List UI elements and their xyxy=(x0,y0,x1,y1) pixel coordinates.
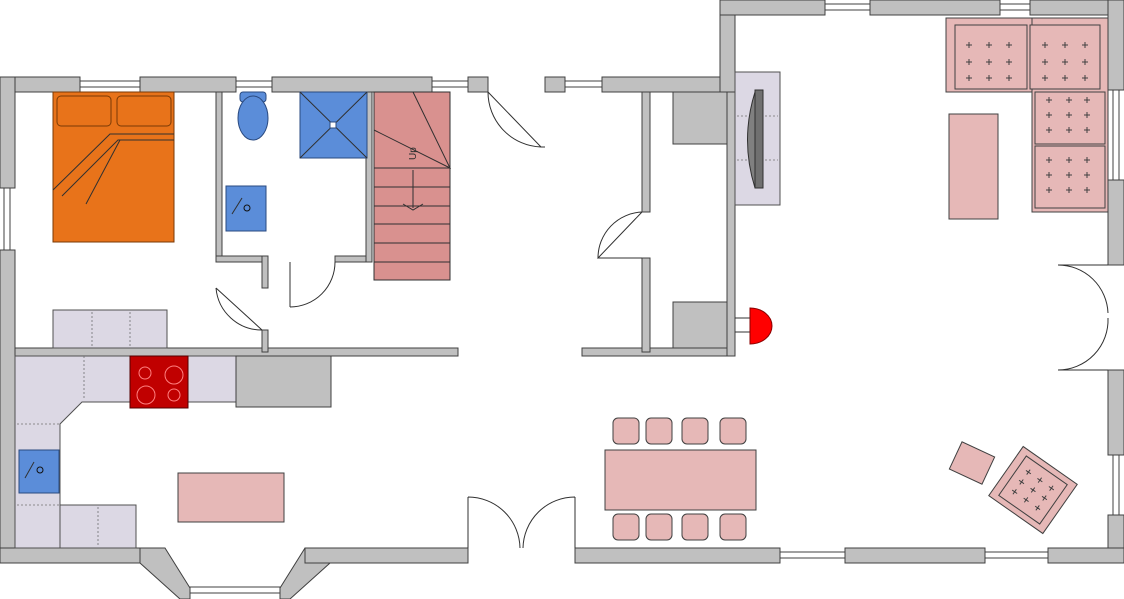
bed xyxy=(52,91,175,243)
sectional-sofa xyxy=(945,17,1109,213)
tv-unit xyxy=(734,71,781,206)
bathroom-sink xyxy=(225,185,267,232)
refrigerator xyxy=(235,355,332,408)
dining-set xyxy=(604,417,757,541)
coffee-table xyxy=(948,113,999,220)
toilet xyxy=(237,91,269,141)
stairs-up-label: Up xyxy=(408,147,419,160)
doors xyxy=(215,91,1109,549)
dryer xyxy=(672,301,728,349)
shower xyxy=(299,91,368,159)
windows xyxy=(3,3,1120,594)
washer xyxy=(672,91,728,145)
side-table xyxy=(948,441,996,485)
kitchen-counters xyxy=(14,309,237,549)
armchair xyxy=(988,445,1078,535)
kitchen-island xyxy=(177,472,285,523)
staircase: Up xyxy=(373,91,452,281)
interior-walls xyxy=(14,91,736,357)
kitchen-sink xyxy=(18,449,60,494)
alarm-bell xyxy=(735,307,773,345)
stove xyxy=(129,355,189,409)
